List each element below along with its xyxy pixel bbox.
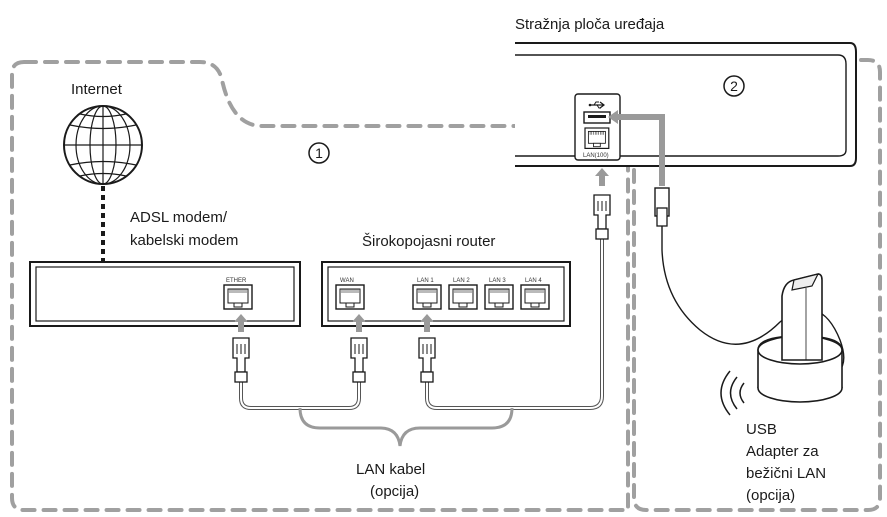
rear-panel-label: Stražnja ploča uređaja — [515, 16, 665, 33]
modem-label-line1: ADSL modem/ — [130, 209, 228, 226]
usb-label-line1: USB — [746, 421, 777, 438]
router-lan2-label: LAN 2 — [453, 278, 470, 284]
region-2-marker: 2 — [723, 75, 745, 97]
lan-plug-modem — [232, 337, 250, 383]
router-wan-label: WAN — [340, 278, 354, 284]
modem-label-line2: kabelski modem — [130, 232, 238, 249]
router-lan3-label: LAN 3 — [489, 278, 506, 284]
router-lan4-label: LAN 4 — [525, 278, 542, 284]
lan-cable-label-line1: LAN kabel — [356, 461, 425, 478]
lan-cable-brace — [298, 407, 514, 447]
usb-label-line3: bežični LAN — [746, 465, 826, 482]
modem-ether-port — [223, 284, 253, 310]
modem-port-label: ETHER — [226, 278, 247, 284]
usb-plug — [654, 187, 670, 227]
region-2-boundary — [528, 58, 882, 512]
lan-plug-device — [593, 194, 611, 240]
globe-icon — [63, 105, 143, 185]
lan-cable-label-line2: (opcija) — [370, 483, 419, 500]
router-lan2-port — [448, 284, 478, 310]
router-lan1-label: LAN 1 — [417, 278, 434, 284]
arrow-into-device-usb — [608, 110, 665, 186]
arrow-into-device-lan — [595, 168, 609, 186]
device-rear-panel — [515, 42, 857, 167]
usb-symbol-icon — [588, 101, 605, 109]
device-lan-port-label: LAN(100) — [583, 153, 609, 159]
internet-label: Internet — [71, 81, 123, 98]
device-usb-port — [583, 111, 611, 124]
wireless-signal-icon — [720, 370, 745, 416]
wireless-adapter — [757, 273, 843, 403]
modem-box — [29, 261, 301, 327]
usb-label-line4: (opcija) — [746, 487, 795, 504]
region-1-marker: 1 — [308, 142, 330, 164]
router-lan1-port — [412, 284, 442, 310]
router-lan3-port — [484, 284, 514, 310]
svg-text:2: 2 — [730, 78, 738, 94]
router-lan4-port — [520, 284, 550, 310]
lan-plug-router-wan — [350, 337, 368, 383]
usb-label-line2: Adapter za — [746, 443, 819, 460]
router-label: Širokopojasni router — [362, 233, 495, 250]
lan-plug-router-lan1 — [418, 337, 436, 383]
svg-text:1: 1 — [315, 145, 323, 161]
router-wan-port — [335, 284, 365, 310]
device-lan-port — [584, 127, 610, 149]
